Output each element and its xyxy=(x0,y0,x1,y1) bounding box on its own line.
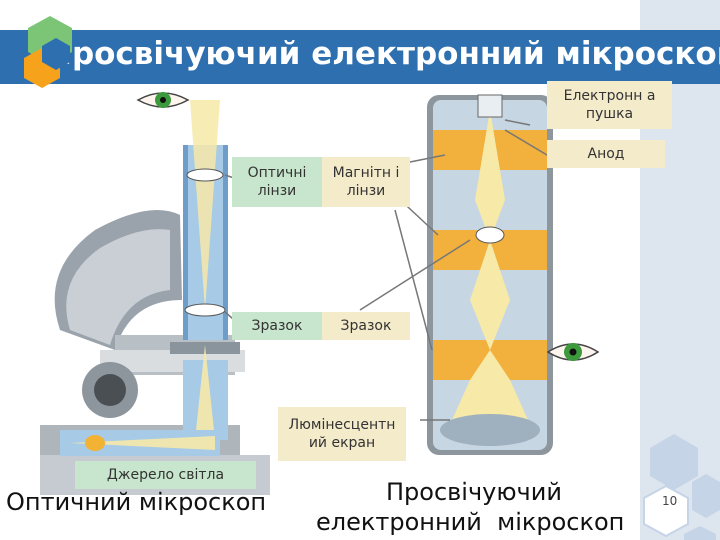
electron-microscope-drawing xyxy=(427,94,553,455)
label-anode: Анод xyxy=(547,140,665,168)
label-light-source: Джерело світла xyxy=(75,461,256,489)
caption-electron-microscope-line2: електронний мікроскоп xyxy=(316,508,625,536)
eye-icon xyxy=(546,343,600,361)
caption-optical-microscope: Оптичний мікроскоп xyxy=(6,488,267,516)
caption-electron-microscope-line1: Просвічуючий xyxy=(386,478,562,506)
title-bar: Просвічуючий електронний мікроскоп xyxy=(0,30,720,84)
label-magnetic-lenses: Магнітн і лінзи xyxy=(322,157,410,207)
label-optical-lenses: Оптичні лінзи xyxy=(232,157,322,207)
label-specimen-optical: Зразок xyxy=(232,312,322,340)
slide-title: Просвічуючий електронний мікроскоп xyxy=(46,36,720,72)
hexagon-decor-top-left xyxy=(24,16,72,88)
label-specimen-electron: Зразок xyxy=(322,312,410,340)
label-fluorescent-screen: Люмінесцентн ий екран xyxy=(278,407,406,461)
optical-microscope-drawing xyxy=(40,100,270,495)
eye-icon xyxy=(136,92,190,108)
page-number: 10 xyxy=(662,494,678,508)
hexagon-decor-bottom-right xyxy=(643,434,720,540)
label-electron-gun: Електронн а пушка xyxy=(547,81,672,129)
